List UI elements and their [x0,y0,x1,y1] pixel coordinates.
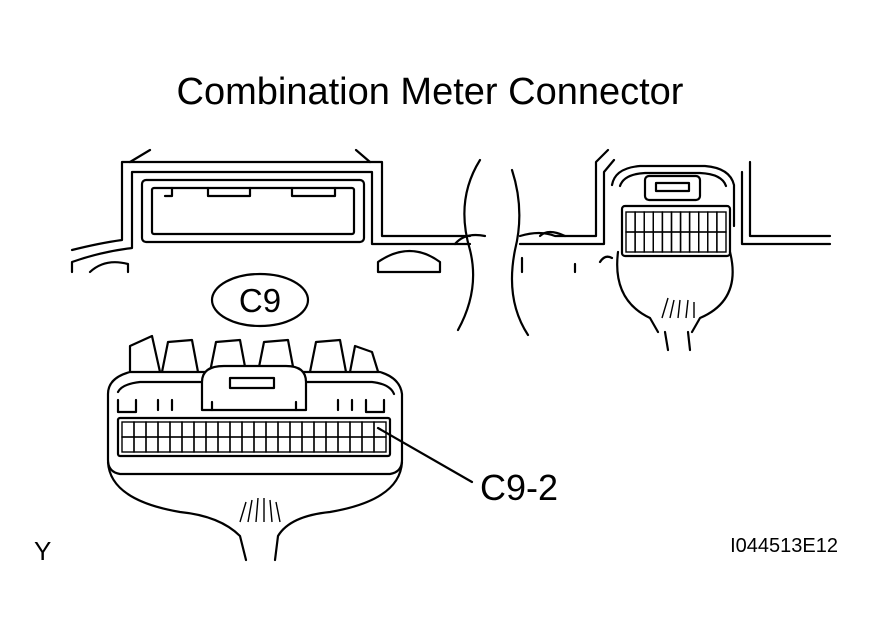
connector-pin [698,231,709,253]
connector-pin [698,211,709,233]
connector-pin [707,211,718,233]
connector-pin [707,231,718,253]
figure-code: I044513E12 [730,535,838,557]
diagram-title: Combination Meter Connector [177,71,684,113]
connector-pin [661,211,673,233]
connector-pin [716,231,727,253]
callout-leader-line [376,426,474,484]
connector-pin [661,231,673,253]
connector-pin [634,211,645,233]
corner-mark: Y [34,536,51,566]
connector-pin [670,231,682,253]
large-connector [106,334,404,562]
connector-pin [670,211,682,233]
connector-label: C9 [239,282,281,319]
connector-pin [688,231,700,253]
connector-pin [625,231,636,253]
pin-callout-label: C9-2 [480,467,558,508]
connector-pin [688,211,700,233]
connector-pin [634,231,645,253]
meter-body-outline [70,148,832,337]
connector-pin [643,211,655,233]
connector-pin [625,211,636,233]
mated-connector [610,164,736,352]
connector-pin [643,231,655,253]
connector-pin [652,231,664,253]
connector-pin [716,211,727,233]
connector-pin [652,211,664,233]
connector-pin [679,231,691,253]
connector-badge: C9 [210,272,310,328]
connector-pin [679,211,691,233]
connector-pin [373,436,387,453]
